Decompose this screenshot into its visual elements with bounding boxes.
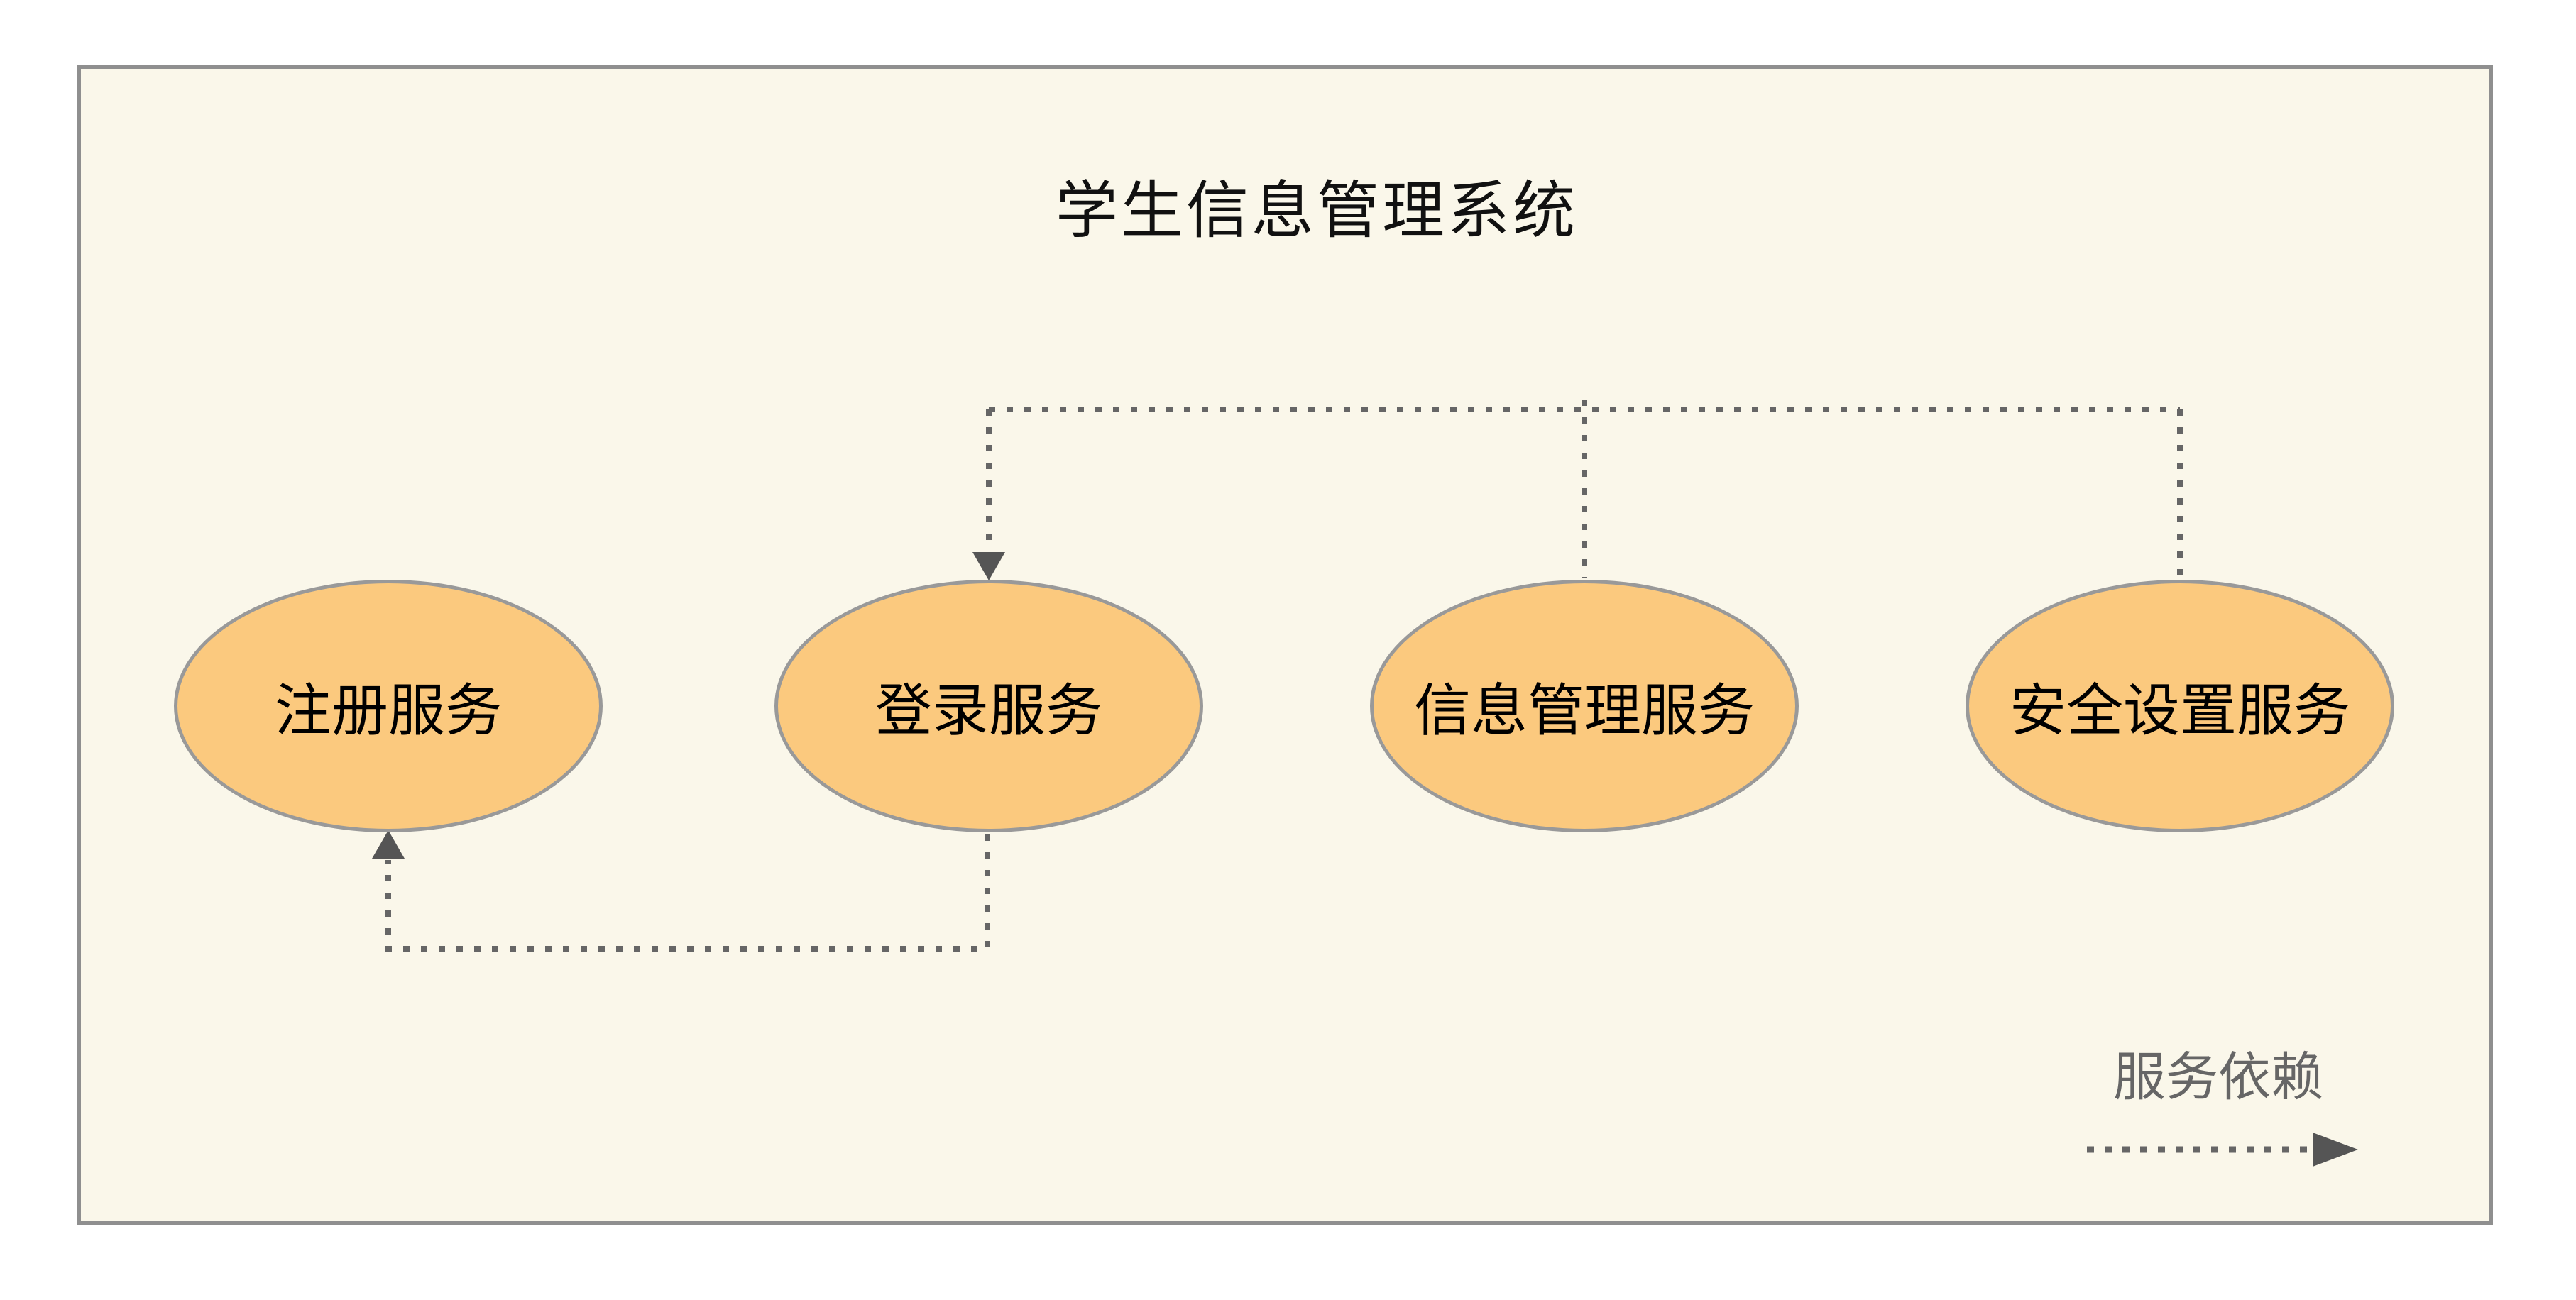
legend-label: 服务依赖 xyxy=(2113,1047,2323,1106)
node-info: 信息管理服务 xyxy=(1370,580,1799,832)
edge-login-to-register xyxy=(385,834,990,952)
node-security-label: 安全设置服务 xyxy=(2010,679,2350,742)
legend-dependency-arrow-icon xyxy=(2087,1133,2358,1167)
node-security: 安全设置服务 xyxy=(1966,580,2394,832)
arrowhead-into-register xyxy=(372,830,405,859)
node-register-label: 注册服务 xyxy=(275,679,502,742)
node-register: 注册服务 xyxy=(174,580,603,832)
arrowhead-into-login xyxy=(972,552,1005,580)
diagram-title: 学生信息管理系统 xyxy=(1055,175,1579,246)
node-login-label: 登录服务 xyxy=(875,679,1102,742)
legend-arrowhead xyxy=(2313,1133,2358,1167)
node-info-label: 信息管理服务 xyxy=(1414,679,1755,742)
node-login: 登录服务 xyxy=(774,580,1203,832)
